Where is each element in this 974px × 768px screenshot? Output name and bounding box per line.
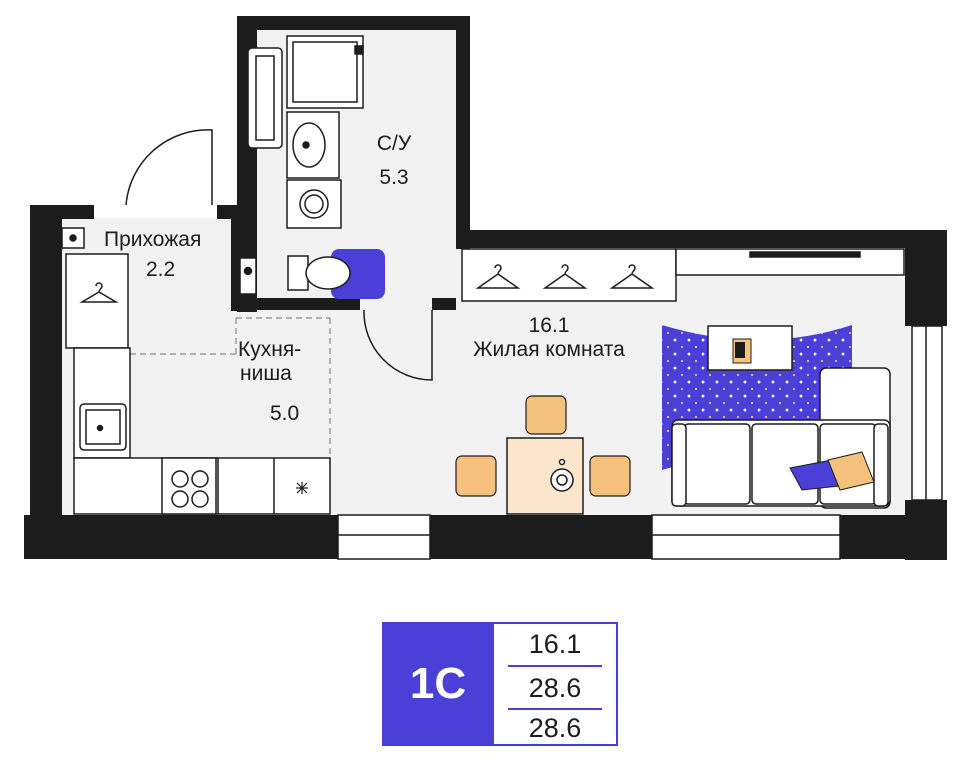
hallway-area: 2.2 xyxy=(146,258,176,282)
entrance-door xyxy=(125,129,213,206)
windows xyxy=(337,325,943,560)
apartment-type-badge: 1С xyxy=(382,622,494,746)
pillow-icon xyxy=(827,451,875,491)
living-label: 16.1 Жилая комната xyxy=(454,314,644,362)
total-area-value: 28.6 xyxy=(528,673,582,703)
kitchen-fixtures xyxy=(73,347,331,515)
bathroom-area: 5.3 xyxy=(379,166,409,190)
wardrobe xyxy=(65,253,129,349)
living-furniture xyxy=(662,325,891,509)
dining-table-icon xyxy=(455,395,631,515)
kitchen-area: 5.0 xyxy=(270,402,300,426)
living-area-value: 16.1 xyxy=(528,629,582,659)
living-area: 16.1 xyxy=(528,314,570,337)
bathroom-fixtures xyxy=(239,35,364,295)
window-kitchen xyxy=(337,514,431,560)
freezer-icon xyxy=(296,482,308,494)
living-name: Жилая комната xyxy=(473,338,625,362)
apartment-summary: 1С 16.1 28.6 28.6 xyxy=(382,622,618,746)
bathroom-door xyxy=(363,309,433,381)
fan-icon xyxy=(239,257,257,295)
divider xyxy=(508,708,602,710)
kitchen-name-line2: ниша xyxy=(240,362,292,386)
stove-icon xyxy=(161,457,217,515)
kitchen-label: Кухня- ниша 5.0 xyxy=(238,338,328,426)
bathroom-name: С/У xyxy=(376,132,412,155)
hanger-icon xyxy=(475,264,521,289)
living-wardrobe xyxy=(461,248,905,302)
divider xyxy=(508,665,602,667)
kitchen-name-line1: Кухня- xyxy=(238,338,302,361)
area-table: 16.1 28.6 28.6 xyxy=(494,622,618,746)
tv-icon xyxy=(749,251,861,258)
plate-icon xyxy=(550,458,574,492)
hallway-name: Прихожая xyxy=(104,228,202,251)
walls xyxy=(24,16,947,560)
hallway-label: Прихожая 2.2 xyxy=(104,228,228,282)
doors xyxy=(125,129,433,381)
hanger-icon xyxy=(609,264,655,289)
book-icon xyxy=(732,338,752,364)
zone-borders xyxy=(130,317,331,458)
total-area-value-2: 28.6 xyxy=(528,713,582,743)
window-side xyxy=(911,325,943,501)
hallway-fixtures xyxy=(61,227,129,349)
chair-icon xyxy=(455,395,631,497)
hanger-icon xyxy=(542,264,588,289)
window-living xyxy=(651,514,841,560)
hanger-icon xyxy=(79,282,119,303)
bathroom-label: С/У 5.3 xyxy=(364,132,424,190)
toilet-icon xyxy=(287,249,385,299)
